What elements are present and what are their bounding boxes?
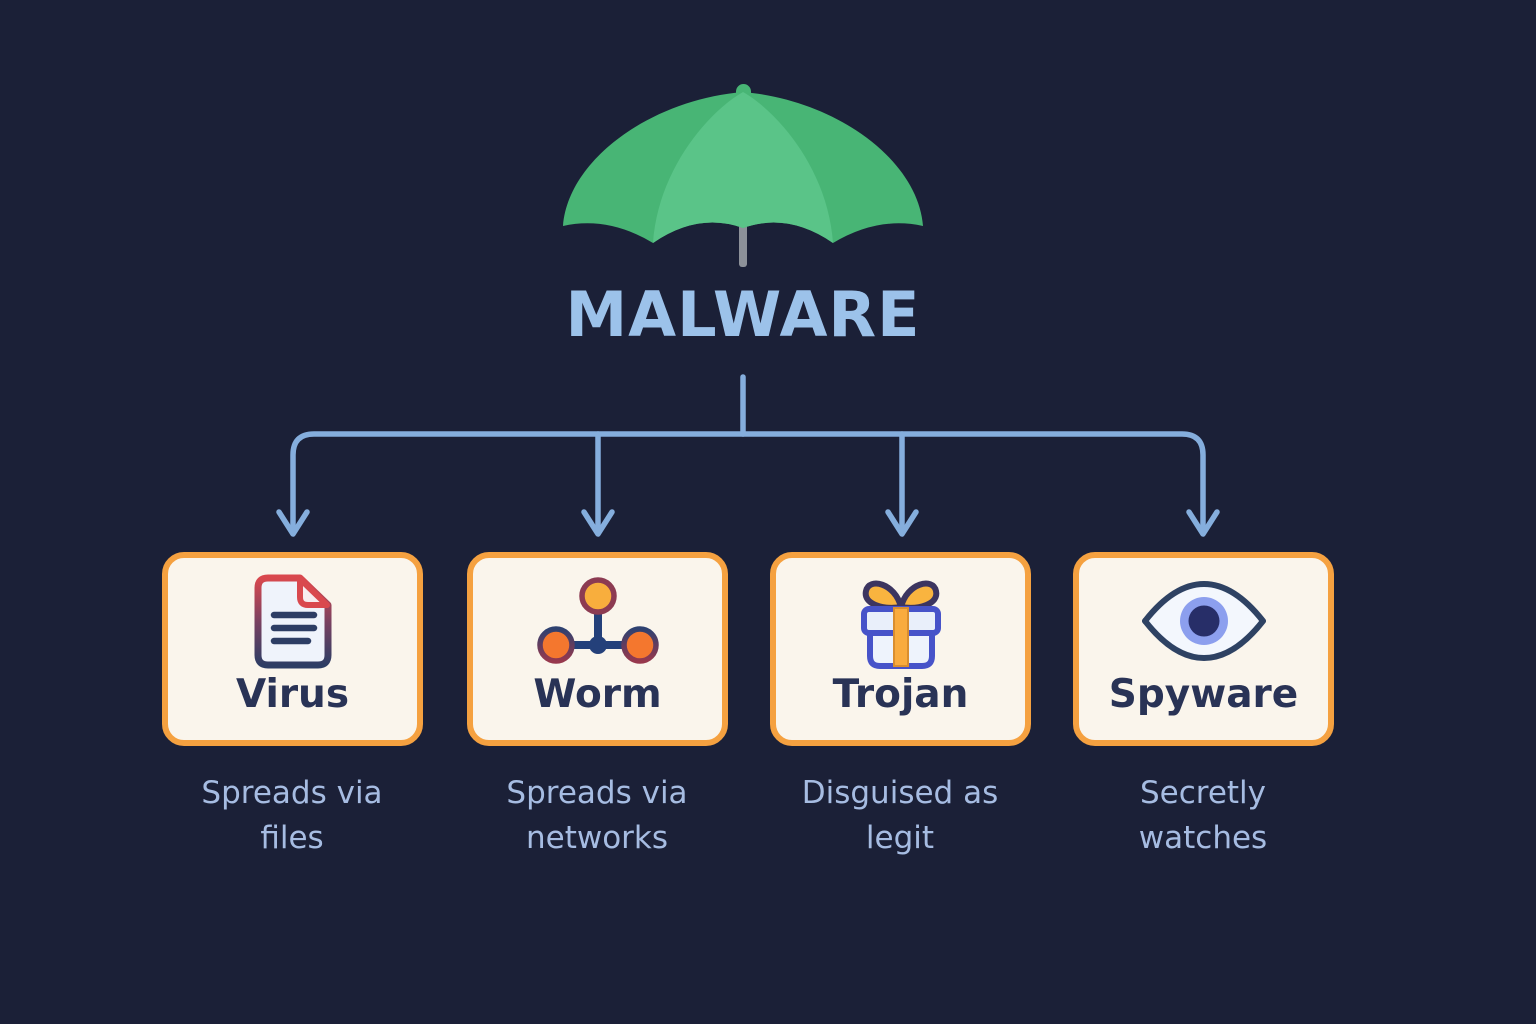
umbrella-icon bbox=[563, 84, 923, 267]
network-nodes-icon bbox=[536, 577, 659, 664]
card-description-virus: Spreads via files bbox=[201, 775, 383, 856]
card-title-spyware: Spyware bbox=[1108, 672, 1299, 717]
spyware-icon-box bbox=[1141, 571, 1266, 671]
virus-icon-box bbox=[252, 571, 334, 671]
arrowhead-icon bbox=[885, 509, 919, 537]
card-worm: Worm bbox=[467, 552, 728, 746]
card-title-worm: Worm bbox=[533, 672, 662, 717]
arrowhead-icon bbox=[1186, 509, 1220, 537]
document-icon bbox=[254, 574, 331, 669]
gift-icon bbox=[860, 580, 941, 669]
worm-icon-box bbox=[536, 571, 660, 671]
card-title-trojan: Trojan bbox=[832, 672, 969, 717]
eye-icon bbox=[1141, 581, 1266, 661]
card-description-worm: Spreads via networks bbox=[506, 775, 688, 856]
card-trojan: Trojan bbox=[770, 552, 1031, 746]
arrowhead-icon bbox=[276, 509, 310, 537]
root-title: MALWARE bbox=[565, 278, 921, 351]
trojan-icon-box bbox=[853, 571, 949, 671]
card-spyware: Spyware bbox=[1073, 552, 1334, 746]
connector-bracket bbox=[290, 431, 1206, 533]
card-virus: Virus bbox=[162, 552, 423, 746]
card-title-virus: Virus bbox=[235, 672, 350, 717]
arrowhead-icon bbox=[581, 509, 615, 537]
card-description-spyware: Secretly watches bbox=[1138, 775, 1268, 856]
card-description-trojan: Disguised as legit bbox=[801, 775, 999, 856]
